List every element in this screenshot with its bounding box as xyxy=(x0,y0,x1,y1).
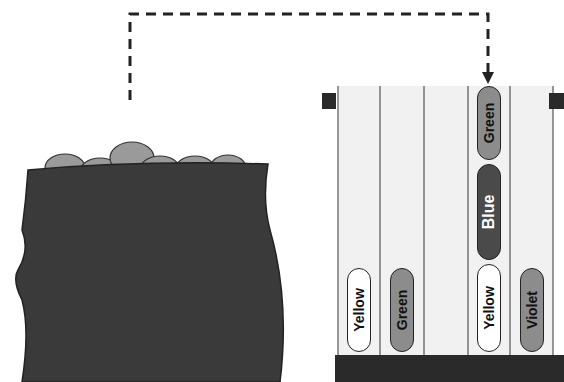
capsule-label: Blue xyxy=(481,195,497,230)
bag xyxy=(16,163,284,382)
capsule: Blue xyxy=(477,164,501,260)
capsule: Green xyxy=(477,86,501,160)
tube-walls xyxy=(338,86,553,356)
capsule: Yellow xyxy=(477,264,501,352)
capsule: Yellow xyxy=(347,268,371,352)
capsule-label: Yellow xyxy=(482,286,496,330)
capsule: Green xyxy=(390,268,414,352)
dashed-arrow xyxy=(130,14,488,100)
arrow-head xyxy=(482,72,494,84)
capsule-label: Green xyxy=(395,290,409,330)
capsule-label: Green xyxy=(482,103,496,143)
capsule-label: Yellow xyxy=(352,288,366,332)
base-bar xyxy=(335,355,564,382)
rack-mark xyxy=(549,93,564,109)
capsule: Violet xyxy=(520,268,544,352)
rack-mark xyxy=(322,93,336,109)
rack-ground xyxy=(338,86,553,356)
capsule-label: Violet xyxy=(525,291,539,329)
